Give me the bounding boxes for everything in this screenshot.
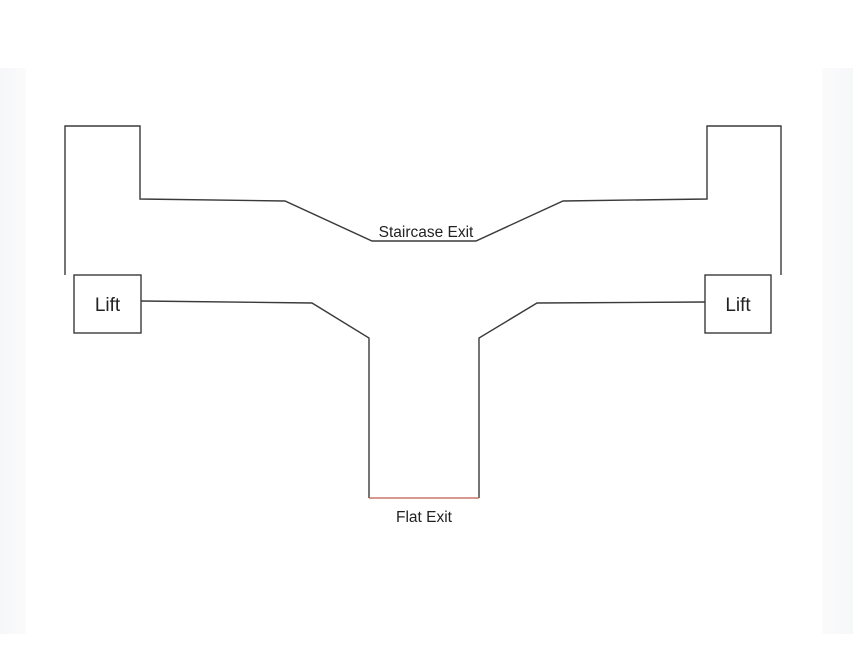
flat-exit-label: Flat Exit	[396, 509, 453, 526]
lower-left-wall	[140, 300, 370, 498]
left-margin-shade	[0, 68, 26, 634]
right-margin-shade	[822, 68, 853, 634]
staircase-exit-label: Staircase Exit	[379, 224, 474, 241]
lift-left-label: Lift	[95, 295, 121, 316]
lift-right-box	[704, 274, 772, 334]
lower-right-wall	[478, 301, 706, 498]
lift-right-label: Lift	[725, 295, 751, 316]
lift-left-box	[73, 274, 142, 334]
upper-wall	[64, 125, 782, 275]
